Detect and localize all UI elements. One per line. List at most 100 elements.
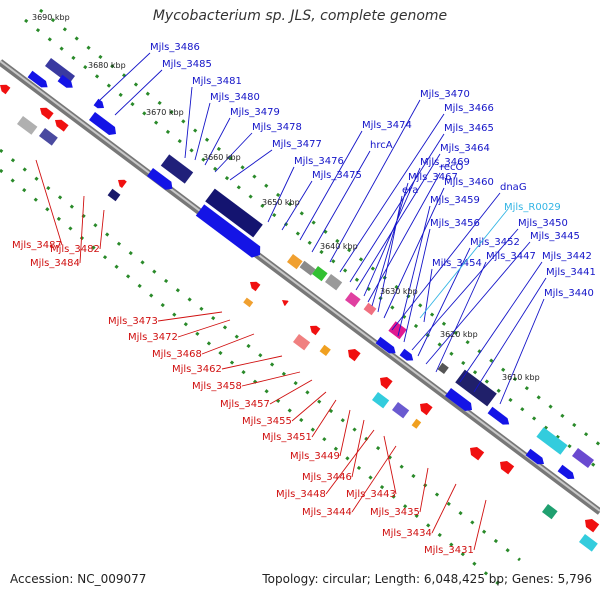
reverse-gene-22 — [585, 518, 600, 533]
scale-tick-label: 3660 kbp — [203, 153, 241, 162]
forward-gene-label[interactable]: Mjls_3486 — [150, 42, 200, 53]
forward-gene-label[interactable]: Mjls_3476 — [294, 156, 344, 167]
forward-callout-line — [425, 241, 531, 365]
forward-callout-line — [383, 187, 445, 319]
forward-callout-line — [397, 205, 431, 337]
forward-gene-label[interactable]: hrcA — [370, 140, 393, 151]
forward-gene-9 — [287, 253, 303, 270]
reverse-callout-line — [431, 483, 457, 534]
forward-callout-line — [184, 86, 193, 159]
forward-gene-label[interactable]: dnaG — [500, 182, 527, 193]
forward-gene-label[interactable]: Mjls_3464 — [440, 143, 490, 154]
reverse-gene-label[interactable]: Mjls_3482 — [50, 244, 100, 255]
accession-label: Accession: NC_009077 — [10, 572, 147, 586]
reverse-gene-5 — [107, 188, 121, 202]
forward-callout-line — [363, 167, 421, 297]
reverse-gene-18 — [411, 418, 422, 429]
scale-tick-label: 3640 kbp — [320, 242, 358, 251]
reverse-gene-label[interactable]: Mjls_3487 — [12, 240, 62, 251]
forward-gene-label[interactable]: Mjls_3465 — [444, 123, 494, 134]
scale-tick-label: 3650 kbp — [262, 198, 300, 207]
forward-gene-label[interactable]: Mjls_3485 — [162, 59, 212, 70]
forward-gene-label[interactable]: Mjls_3460 — [444, 177, 494, 188]
reverse-gene-19 — [470, 446, 485, 461]
reverse-gene-label[interactable]: Mjls_3462 — [172, 364, 222, 375]
reverse-gene-label[interactable]: Mjls_3443 — [346, 489, 396, 500]
forward-gene-13 — [345, 291, 361, 308]
forward-callout-line — [329, 99, 421, 263]
forward-callout-line — [459, 261, 543, 383]
reverse-gene-label[interactable]: Mjls_3468 — [152, 349, 202, 360]
reverse-gene-label[interactable]: Mjls_3431 — [424, 545, 474, 556]
reverse-callout-line — [339, 409, 351, 457]
forward-gene-label[interactable]: Mjls_3456 — [430, 218, 480, 229]
reverse-gene-20 — [500, 460, 515, 475]
reverse-gene-label[interactable]: Mjls_3448 — [276, 489, 326, 500]
scale-tick-label: 3630 kbp — [380, 287, 418, 296]
forward-gene-label[interactable]: Mjls_3440 — [544, 288, 594, 299]
reverse-gene-label[interactable]: Mjls_3458 — [192, 381, 242, 392]
forward-gene-label[interactable]: Mjls_3450 — [518, 218, 568, 229]
forward-gene-label[interactable]: Mjls_3481 — [192, 76, 242, 87]
forward-callout-line — [194, 102, 211, 161]
reverse-gene-label[interactable]: Mjls_3444 — [302, 507, 352, 518]
forward-gene-11 — [312, 265, 328, 282]
reverse-gene-label[interactable]: Mjls_3472 — [128, 332, 178, 343]
forward-gene-label[interactable]: Mjls_3479 — [230, 107, 280, 118]
forward-gene-25 — [557, 464, 575, 479]
forward-gene-label[interactable]: Mjls_3442 — [542, 251, 592, 262]
reverse-callout-line — [99, 209, 105, 250]
forward-gene-label[interactable]: Mjls_3477 — [272, 139, 322, 150]
forward-gene-label[interactable]: Mjls_3469 — [420, 157, 470, 168]
reverse-gene-label[interactable]: Mjls_3449 — [290, 451, 340, 462]
forward-callout-line — [214, 132, 253, 173]
reverse-gene-12 — [319, 344, 331, 356]
forward-gene-label[interactable]: Mjls_3452 — [470, 237, 520, 248]
reverse-gene-label[interactable]: Mjls_3473 — [108, 316, 158, 327]
reverse-gene-11 — [293, 333, 311, 351]
forward-callout-line — [355, 153, 441, 291]
forward-gene-5 — [160, 154, 194, 184]
forward-gene-23 — [572, 447, 595, 468]
forward-gene-label[interactable]: Mjls_3470 — [420, 89, 470, 100]
forward-gene-label[interactable]: Mjls_3467 — [408, 172, 458, 183]
forward-gene-label[interactable]: Mjls_3480 — [210, 92, 260, 103]
reverse-gene-label[interactable]: Mjls_3457 — [220, 399, 270, 410]
reverse-gene-13 — [348, 348, 361, 362]
reverse-gene-label[interactable]: Mjls_3455 — [242, 416, 292, 427]
reverse-gene-label[interactable]: Mjls_3451 — [262, 432, 312, 443]
reverse-gene-label[interactable]: Mjls_3446 — [302, 472, 352, 483]
reverse-gene-2 — [39, 127, 58, 146]
scale-tick-label: 3680 kbp — [88, 61, 126, 70]
forward-gene-label[interactable]: era — [402, 185, 418, 196]
outer-tick-track — [24, 18, 600, 472]
forward-gene-label[interactable]: Mjls_3447 — [486, 251, 536, 262]
reverse-callout-line — [383, 435, 397, 495]
forward-gene-label[interactable]: Mjls_3459 — [430, 195, 480, 206]
inner-tick-track — [0, 148, 521, 562]
forward-gene-label[interactable]: Mjls_3478 — [252, 122, 302, 133]
reverse-gene-0 — [0, 84, 11, 95]
forward-gene-24 — [525, 448, 545, 465]
forward-callout-line — [473, 277, 547, 393]
reverse-gene-21 — [542, 503, 558, 520]
forward-gene-label[interactable]: Mjls_3445 — [530, 231, 580, 242]
forward-callout-line — [391, 192, 501, 331]
reverse-callout-line — [79, 195, 85, 264]
reverse-gene-label[interactable]: Mjls_3484 — [30, 258, 80, 269]
forward-gene-label[interactable]: Mjls_3441 — [546, 267, 596, 278]
reverse-gene-label[interactable]: Mjls_3435 — [370, 507, 420, 518]
reverse-gene-label[interactable]: Mjls_3434 — [382, 528, 432, 539]
reverse-callout-line — [351, 445, 397, 513]
rna-gene-label[interactable]: Mjls_R0029 — [504, 202, 561, 213]
forward-gene-label[interactable]: recO — [440, 162, 464, 173]
forward-gene-label[interactable]: Mjls_3474 — [362, 120, 412, 131]
forward-gene-label[interactable]: Mjls_3454 — [432, 258, 482, 269]
forward-callout-line — [267, 166, 295, 223]
forward-gene-12 — [325, 273, 343, 291]
reverse-gene-16 — [392, 401, 410, 419]
forward-gene-15 — [388, 321, 407, 340]
forward-gene-label[interactable]: Mjls_3466 — [444, 103, 494, 114]
reverse-gene-7 — [250, 281, 261, 292]
